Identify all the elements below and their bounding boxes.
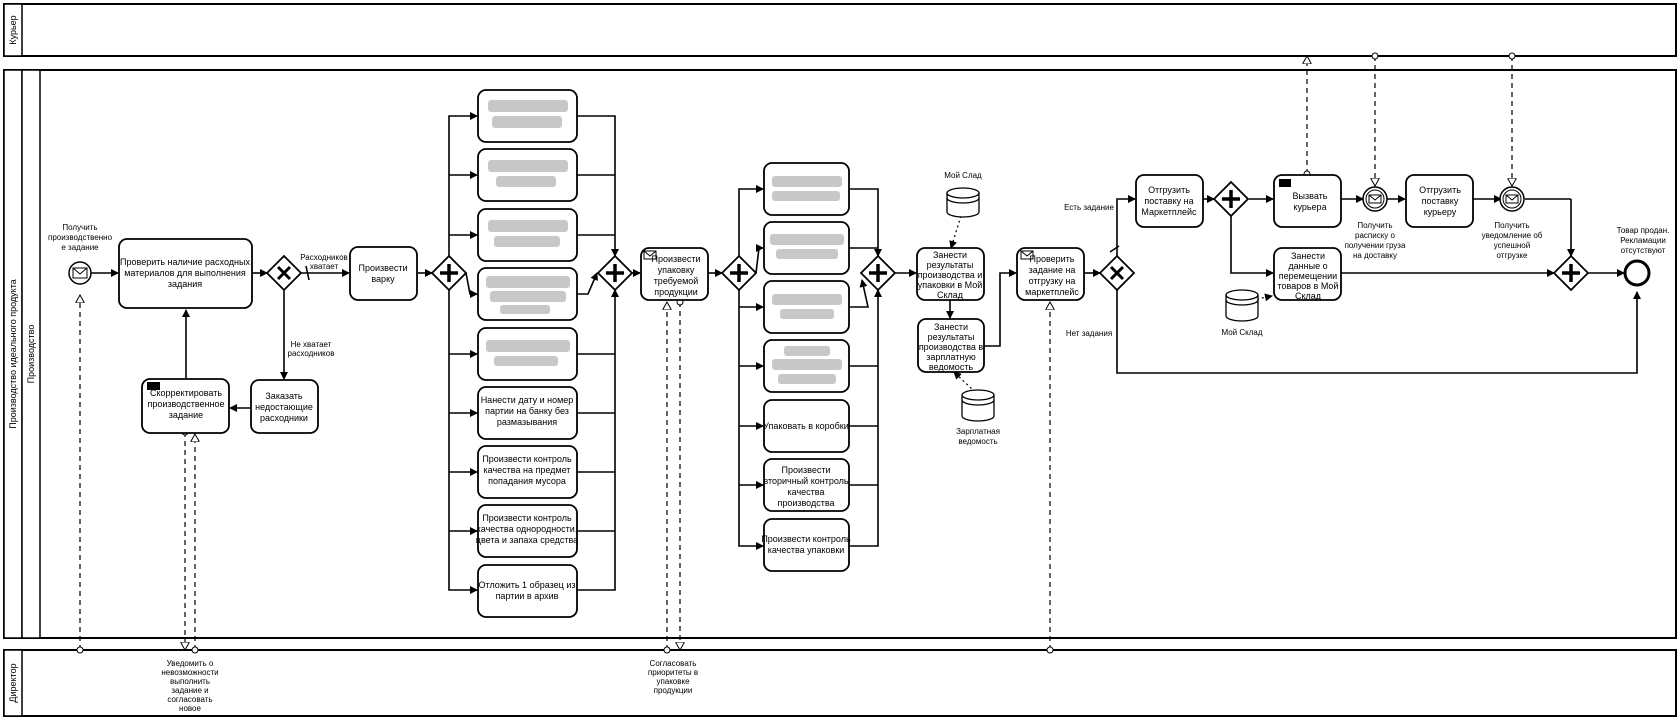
send-message-icon (147, 382, 160, 390)
task-redacted-9[interactable] (763, 339, 850, 393)
datastore-moysklad-2[interactable] (1225, 289, 1259, 322)
datastore-moysklad-2-label: Мой Склад (1221, 328, 1262, 337)
xor-gateway-materials[interactable] (265, 254, 303, 292)
task-box-label: Упаковать в коробки (763, 421, 849, 431)
xor-gateway-shipping[interactable] (1098, 254, 1136, 292)
flow-label-no-task: Нет задания (1066, 329, 1112, 338)
lane-production-label: Производство (26, 325, 36, 384)
and-gateway-fork-3[interactable] (1212, 180, 1250, 218)
task-redacted-7[interactable] (763, 221, 850, 275)
data-associations (949, 215, 1273, 393)
receipt-event[interactable] (1362, 186, 1388, 212)
datastore-moysklad-1[interactable] (946, 187, 980, 218)
and-gateway-fork-1[interactable] (430, 254, 468, 292)
task-box[interactable]: Упаковать в коробки (763, 399, 850, 453)
notify-event[interactable] (1499, 186, 1525, 212)
pool-title: Производство идеального продукта (8, 279, 18, 428)
message-icon (643, 250, 657, 260)
and-gateway-fork-2[interactable] (720, 254, 758, 292)
message-flows (80, 56, 1512, 650)
task-redacted-2[interactable] (477, 148, 578, 202)
datastore-payroll[interactable] (961, 389, 995, 422)
and-gateway-join-3[interactable] (1552, 254, 1590, 292)
send-message-icon (1279, 179, 1291, 187)
message-icon (1020, 250, 1034, 260)
datastore-moysklad-1-label: Мой Слад (944, 171, 982, 180)
lane-director: Директор (3, 649, 1677, 717)
task-redacted-8[interactable] (763, 280, 850, 334)
and-gateway-join-1[interactable] (596, 254, 634, 292)
task-redacted-5[interactable] (477, 327, 578, 381)
task-redacted-4[interactable] (477, 267, 578, 321)
task-redacted-1[interactable] (477, 89, 578, 143)
lane-courier: Курьер (3, 3, 1677, 57)
start-event[interactable] (68, 261, 92, 285)
and-gateway-join-2[interactable] (859, 254, 897, 292)
sequence-flows (90, 112, 1641, 594)
lane-director-label: Директор (8, 663, 18, 702)
task-redacted-3[interactable] (477, 208, 578, 262)
end-event[interactable] (1623, 259, 1651, 287)
task-redacted-6[interactable] (763, 162, 850, 216)
flow-label-has-task: Есть задание (1064, 203, 1114, 212)
lane-courier-label: Курьер (8, 15, 18, 44)
